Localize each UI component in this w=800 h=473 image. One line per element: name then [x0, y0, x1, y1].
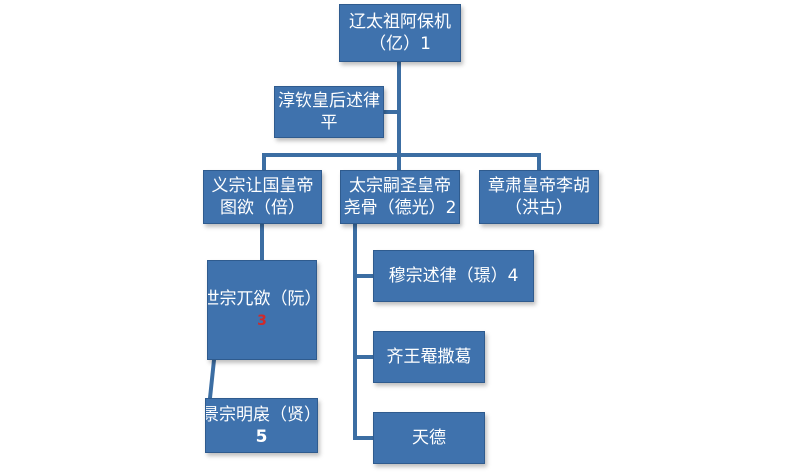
connector-root-down — [397, 62, 401, 155]
node-zhangsu-name: 章肃皇帝李胡 — [488, 176, 590, 196]
connector-taizong-sons-vertical — [353, 224, 357, 439]
node-empress-subtitle: 平 — [320, 113, 338, 133]
node-shizong: 世宗兀欲（阮） 3 — [207, 260, 317, 360]
node-taizong-subtitle: 尧骨（德光）2 — [343, 198, 457, 218]
node-jingzong-name: 景宗明扆（贤） — [205, 404, 318, 425]
node-tiande-name: 天德 — [412, 428, 446, 448]
node-tiande: 天德 — [373, 412, 485, 464]
node-qiwang-name: 齐王罨撒葛 — [386, 347, 472, 367]
connector-empress — [384, 110, 398, 114]
node-liao-taizu: 辽太祖阿保机 （亿）1 — [339, 4, 461, 62]
connector-children-bar — [262, 153, 541, 157]
node-liao-taizu-name: 辽太祖阿保机 — [349, 12, 451, 32]
node-shizong-number: 3 — [257, 313, 267, 329]
node-taizong-name: 太宗嗣圣皇帝 — [349, 176, 451, 196]
connector-to-taizong — [397, 153, 401, 170]
node-yizong: 义宗让国皇帝 图欲（倍） — [203, 170, 322, 224]
node-liao-taizu-subtitle: （亿）1 — [369, 34, 431, 54]
node-zhangsu-subtitle: （洪古） — [505, 198, 573, 218]
node-muzong: 穆宗述律（璟）4 — [373, 250, 534, 302]
node-jingzong-number: 5 — [255, 426, 268, 447]
connector-to-qiwang — [353, 355, 373, 359]
node-yizong-name: 义宗让国皇帝 — [211, 176, 314, 196]
connector-to-zhangsu — [537, 153, 541, 170]
node-taizong: 太宗嗣圣皇帝 尧骨（德光）2 — [340, 170, 460, 224]
node-shizong-name: 世宗兀欲（阮） — [207, 289, 317, 309]
node-muzong-name: 穆宗述律（璟）4 — [388, 266, 519, 286]
node-empress-shulu-ping: 淳钦皇后述律 平 — [274, 86, 384, 138]
node-yizong-subtitle: 图欲（倍） — [220, 198, 305, 218]
connector-to-yizong — [262, 153, 266, 170]
connector-to-muzong — [353, 274, 373, 278]
node-empress-name: 淳钦皇后述律 — [278, 91, 380, 111]
node-qiwang: 齐王罨撒葛 — [373, 331, 485, 383]
node-jingzong: 景宗明扆（贤） 5 — [205, 398, 318, 453]
node-zhangsu: 章肃皇帝李胡 （洪古） — [479, 170, 599, 224]
connector-to-tiande — [353, 436, 373, 440]
connector-yizong-to-shizong — [260, 224, 264, 260]
connector-shizong-to-jingzong — [208, 360, 216, 398]
